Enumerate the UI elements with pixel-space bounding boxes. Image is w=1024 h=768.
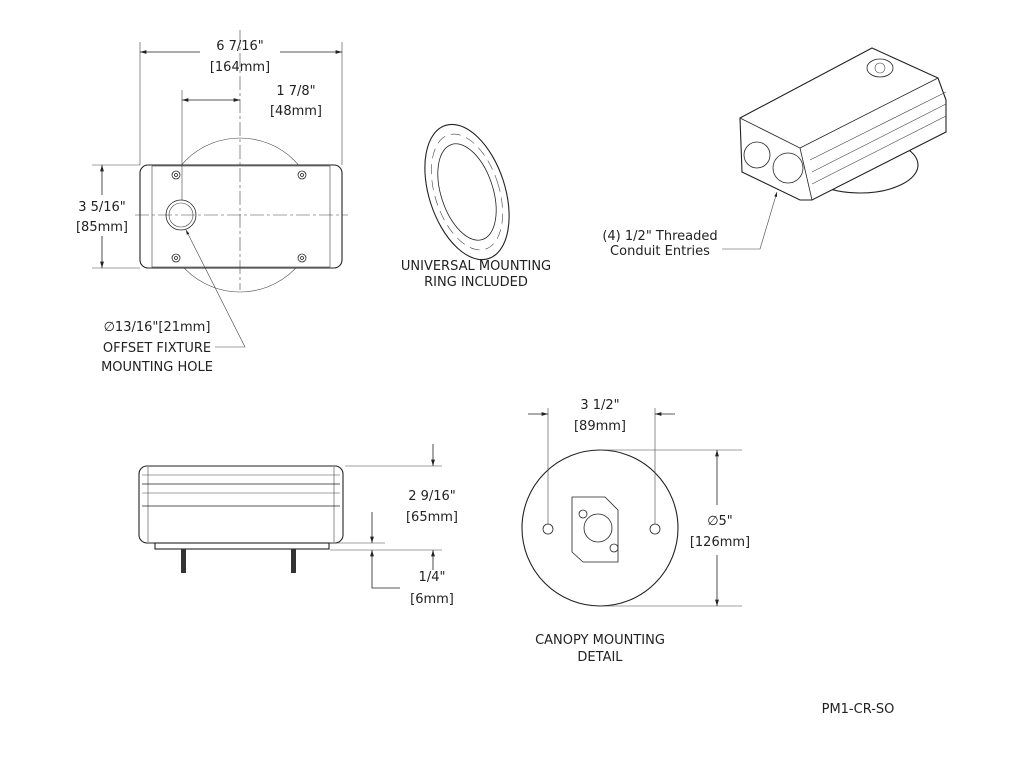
offset-dimension-mm: [48mm]	[270, 104, 322, 119]
plate-thickness-mm: [6mm]	[410, 592, 454, 607]
bracket	[571, 496, 619, 563]
canopy-detail: 3 1/2" [89mm] ∅5" [126mm] CANOPY MOUNTIN…	[521, 398, 750, 665]
stud	[291, 549, 296, 573]
canopy-diameter-mm: [126mm]	[690, 535, 750, 550]
ring-label-line-2: RING INCLUDED	[424, 275, 528, 290]
hole-dimension: ∅13/16"[21mm]	[104, 320, 211, 335]
offset-dimension-in: 1 7/8"	[276, 84, 315, 99]
hole-label-line-1: OFFSET FIXTURE	[103, 341, 211, 356]
side-height-in: 2 9/16"	[408, 489, 456, 504]
hole-spacing-mm: [89mm]	[574, 419, 626, 434]
isometric-view: (4) 1/2" Threaded Conduit Entries	[602, 47, 947, 259]
canopy-diameter-in: ∅5"	[707, 514, 733, 529]
stud	[181, 549, 186, 573]
height-dimension-in: 3 5/16"	[78, 200, 126, 215]
side-height-mm: [65mm]	[406, 510, 458, 525]
hole-spacing-in: 3 1/2"	[580, 398, 619, 413]
screw-icons	[171, 170, 307, 263]
canopy-label-line-1: CANOPY MOUNTING	[535, 633, 665, 648]
mounting-plate	[154, 542, 330, 550]
width-dimension-in: 6 7/16"	[216, 39, 264, 54]
width-dimension-mm: [164mm]	[210, 60, 270, 75]
conduit-label-line-1: (4) 1/2" Threaded	[602, 229, 717, 244]
housing-side	[138, 465, 344, 544]
side-view: 2 9/16" [65mm] 1/4" [6mm]	[138, 444, 458, 607]
top-view: 6 7/16" [164mm] 1 7/8" [48mm] 3 5/16" [8…	[76, 30, 348, 375]
ring-label-line-1: UNIVERSAL MOUNTING	[401, 259, 551, 274]
height-dimension-mm: [85mm]	[76, 220, 128, 235]
canopy-outline	[521, 449, 679, 607]
housing-top	[139, 164, 343, 269]
part-number: PM1-CR-SO	[822, 702, 895, 717]
mounting-hole	[165, 199, 197, 231]
hole-label-line-2: MOUNTING HOLE	[101, 360, 213, 375]
conduit-label-line-2: Conduit Entries	[610, 244, 710, 259]
mounting-ring: UNIVERSAL MOUNTING RING INCLUDED	[401, 123, 551, 290]
plate-thickness-in: 1/4"	[419, 570, 446, 585]
canopy-label-line-2: DETAIL	[577, 650, 623, 665]
